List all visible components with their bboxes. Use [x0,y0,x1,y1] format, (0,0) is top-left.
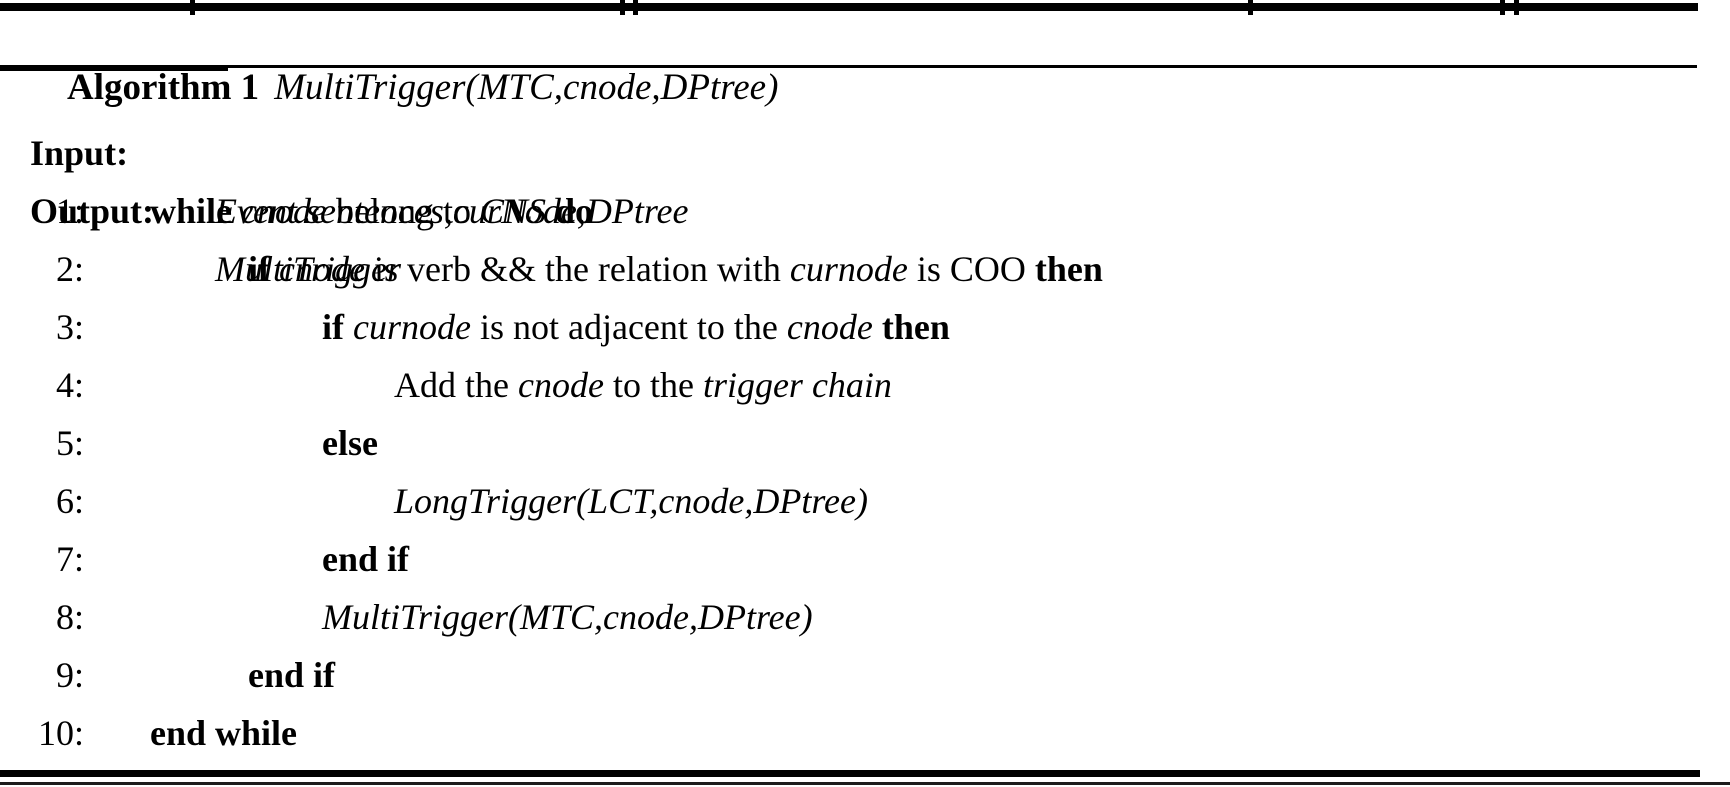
crop-artifact [633,0,638,15]
code-segment: is not adjacent to the [470,307,787,347]
line-number: 6: [55,481,84,521]
code-segment: end while [150,713,298,753]
code-segment: cnode [517,365,604,405]
code-segment: Add the [394,365,518,405]
crop-artifact [1248,0,1253,15]
code-segment: is verb && the relation with [364,249,790,289]
code-line: 2: if cnode is verb && the relation with … [0,240,1730,298]
code-segment: is COO [907,249,1035,289]
line-content: while cnode belong to CNS do [150,182,593,240]
line-content: end if [322,530,409,588]
code-segment: curnode [789,249,908,289]
code-segment: LongTrigger(LCT,cnode,DPtree) [394,481,868,521]
code-segment: end if [248,655,336,695]
crop-artifact [620,0,625,15]
code-segment: trigger chain [702,365,892,405]
code-line: 3: if curnode is not adjacent to the cnod… [0,298,1730,356]
code-segment: then [1034,249,1103,289]
algorithm-header: Algorithm 1 MultiTrigger(MTC,cnode,DPtree… [30,13,778,108]
top-rule [0,3,1698,11]
input-value: Event sentences,curNode,DPtree [215,191,689,231]
line-number: 4: [55,365,84,405]
line-content: if cnode is verb && the relation with cu… [248,240,1103,298]
code-segment: then [872,307,950,347]
crop-artifact [190,0,195,15]
line-number: 2: [55,249,84,289]
code-line: 1: while cnode belong to CNS do [0,182,1730,240]
output-value: MultiTrigger [215,249,402,289]
line-number: 9: [55,655,84,695]
code-segment: MultiTrigger(MTC,cnode,DPtree) [322,597,813,637]
code-line: 8: MultiTrigger(MTC,cnode,DPtree) [0,588,1730,646]
code-line: 6: LongTrigger(LCT,cnode,DPtree) [0,472,1730,530]
line-number: 5: [55,423,84,463]
output-label: Output: [30,191,155,231]
line-content: Add the cnode to the trigger chain [394,356,892,414]
input-label: Input: [30,133,129,173]
line-number: 8: [55,597,84,637]
code-line: 5: else [0,414,1730,472]
io-row-output: Output: MultiTrigger [0,124,1730,289]
crop-artifact [1514,0,1519,15]
code-segment: while [150,191,242,231]
crop-artifact [1500,0,1505,15]
code-line: 7: end if [0,530,1730,588]
code-segment: cnode [241,191,327,231]
code-lines: 1: while cnode belong to CNS do 2: if cnode… [0,182,1730,762]
line-number: 7: [55,539,84,579]
code-segment: belong to [326,191,480,231]
code-segment: if [322,307,353,347]
algorithm-body: Input: Event sentences,curNode,DPtree Ou… [0,66,1730,762]
line-number: 1: [55,191,84,231]
code-segment: curnode [353,307,471,347]
algorithm-label: Algorithm 1 [67,67,260,108]
code-segment: else [322,423,378,463]
line-content: else [322,414,378,472]
line-content: end if [248,646,335,704]
code-line: 4: Add the cnode to the trigger chain [0,356,1730,414]
code-line: 9: end if [0,646,1730,704]
code-segment: do [546,191,594,231]
code-segment: end if [322,539,410,579]
code-segment: CNS [479,191,546,231]
io-row-input: Input: Event sentences,curNode,DPtree [0,66,1730,231]
code-segment: if [248,249,279,289]
line-content: end while [150,704,297,762]
code-line: 10: end while [0,704,1730,762]
code-segment: cnode [279,249,365,289]
line-number: 3: [55,307,84,347]
code-segment: cnode [786,307,873,347]
header-rule [0,65,1697,68]
algorithm-title: MultiTrigger(MTC,cnode,DPtree) [274,67,779,108]
bottom-rule [0,770,1700,777]
code-segment: to the [603,365,703,405]
line-number: 10: [37,713,84,753]
line-content: LongTrigger(LCT,cnode,DPtree) [394,472,868,530]
line-content: MultiTrigger(MTC,cnode,DPtree) [322,588,813,646]
line-content: if curnode is not adjacent to the cnode … [322,298,950,356]
page-edge-rule [0,782,1730,785]
algorithm-label-underline [0,68,228,71]
